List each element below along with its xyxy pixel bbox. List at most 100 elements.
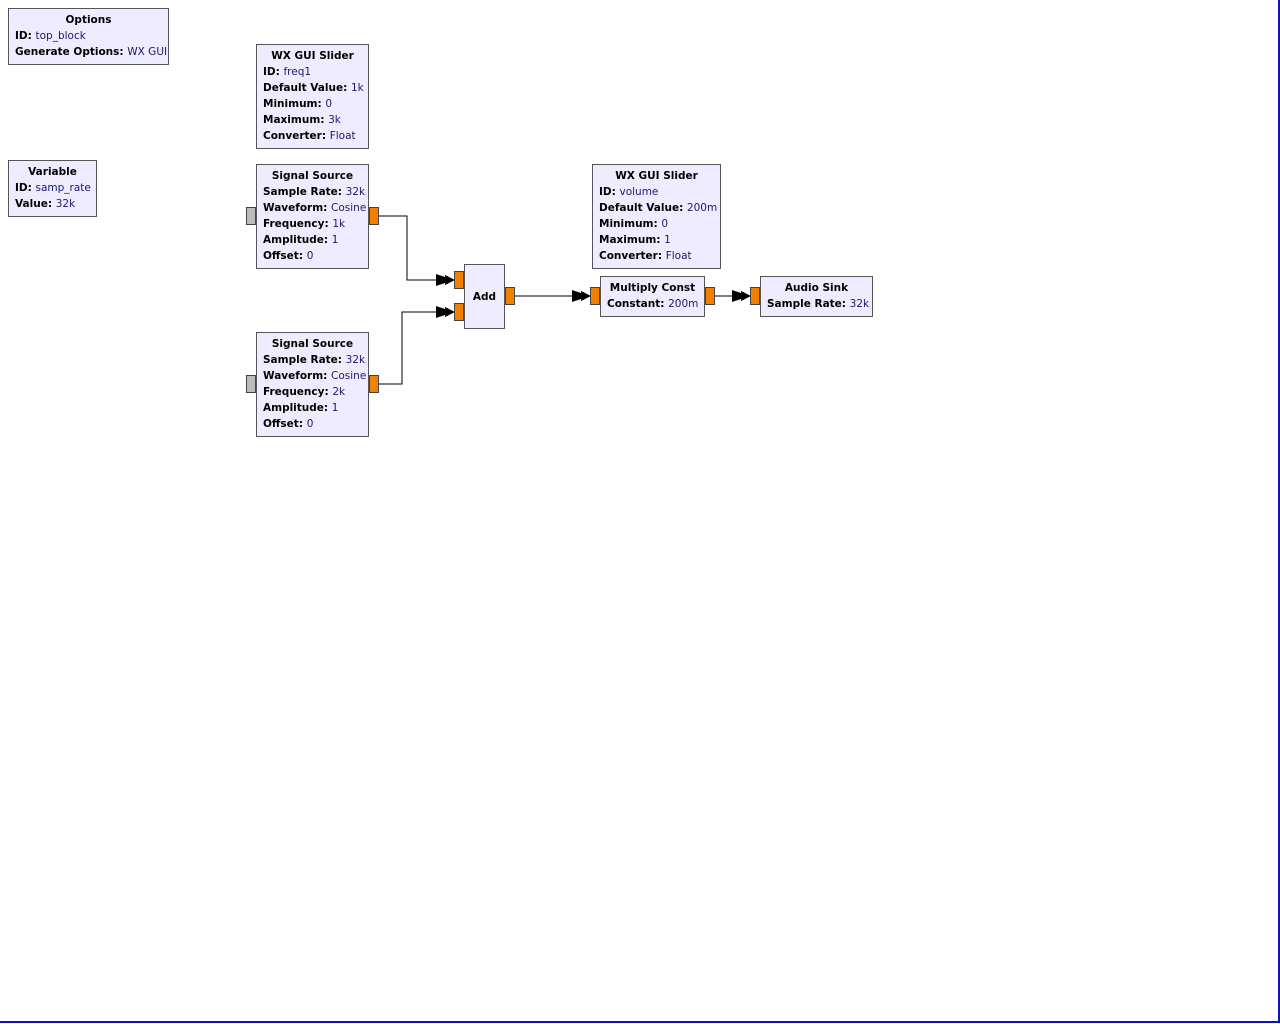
block-param: Frequency: 2k bbox=[263, 386, 346, 398]
param-value: 2k bbox=[332, 386, 346, 398]
param-value: freq1 bbox=[283, 66, 312, 78]
param-label: ID bbox=[263, 66, 276, 78]
param-value: 32k bbox=[849, 298, 870, 310]
output-port-multiply-const[interactable] bbox=[705, 287, 715, 305]
param-label: ID bbox=[15, 182, 28, 194]
param-label: Maximum bbox=[263, 114, 321, 126]
param-value: 32k bbox=[55, 198, 76, 210]
param-label: ID bbox=[15, 30, 28, 42]
block-param: Offset: 0 bbox=[263, 418, 314, 430]
param-value: 32k bbox=[345, 186, 366, 198]
param-value: 0 bbox=[306, 250, 314, 262]
input-port-add[interactable] bbox=[454, 303, 464, 321]
param-label: Converter bbox=[599, 250, 658, 262]
param-label: Sample Rate bbox=[263, 354, 338, 366]
param-label: Offset bbox=[263, 250, 299, 262]
param-label: Maximum bbox=[599, 234, 657, 246]
input-port-add[interactable] bbox=[454, 271, 464, 289]
param-label: Constant bbox=[607, 298, 661, 310]
connection-source1-add[interactable] bbox=[379, 215, 455, 285]
block-param: Waveform: Cosine bbox=[263, 202, 367, 214]
param-value: 200m bbox=[668, 298, 699, 310]
block-param: Value: 32k bbox=[15, 198, 76, 210]
param-value: 1k bbox=[332, 218, 346, 230]
block-title: WX GUI Slider bbox=[615, 170, 698, 182]
block-add[interactable]: Add bbox=[464, 264, 505, 329]
param-value: Cosine bbox=[331, 202, 367, 214]
block-title: Audio Sink bbox=[784, 282, 849, 294]
block-param: Default Value: 1k bbox=[263, 82, 364, 94]
block-param: Waveform: Cosine bbox=[263, 370, 367, 382]
output-port-add[interactable] bbox=[505, 287, 515, 305]
output-port-signal-source-2[interactable] bbox=[369, 375, 379, 393]
param-value: Cosine bbox=[331, 370, 367, 382]
block-param: Sample Rate: 32k bbox=[767, 298, 870, 310]
block-title: Signal Source bbox=[271, 170, 354, 182]
param-label: Offset bbox=[263, 418, 299, 430]
param-value: 0 bbox=[325, 98, 333, 110]
param-label: Value bbox=[15, 198, 48, 210]
connection-source2-add[interactable] bbox=[379, 307, 455, 385]
param-value: top_block bbox=[35, 30, 86, 42]
block-param: Minimum: 0 bbox=[599, 218, 669, 230]
output-port-signal-source-1[interactable] bbox=[369, 207, 379, 225]
input-port-audio-sink[interactable] bbox=[750, 287, 760, 305]
block-param: ID: top_block bbox=[15, 30, 86, 42]
block-title: Signal Source bbox=[271, 338, 354, 350]
block-param: Maximum: 1 bbox=[599, 234, 671, 246]
param-value: Float bbox=[329, 130, 356, 142]
message-port-signal-source-1[interactable] bbox=[246, 207, 256, 225]
param-value: 0 bbox=[306, 418, 314, 430]
block-param: Amplitude: 1 bbox=[263, 402, 339, 414]
param-label: Frequency bbox=[263, 386, 325, 398]
param-value: 1 bbox=[331, 402, 339, 414]
message-port-signal-source-2[interactable] bbox=[246, 375, 256, 393]
param-label: Minimum bbox=[599, 218, 654, 230]
param-value: 200m bbox=[686, 202, 718, 214]
param-label: Generate Options bbox=[15, 46, 120, 58]
block-param: Converter: Float bbox=[263, 130, 356, 142]
block-param: Maximum: 3k bbox=[263, 114, 341, 126]
block-param: ID: samp_rate bbox=[15, 182, 91, 194]
block-title: Variable bbox=[28, 166, 77, 178]
param-value: 1k bbox=[350, 82, 364, 94]
input-port-multiply-const[interactable] bbox=[590, 287, 600, 305]
block-param: Converter: Float bbox=[599, 250, 692, 262]
param-value: samp_rate bbox=[35, 182, 91, 194]
block-title: Add bbox=[472, 290, 497, 303]
param-label: Default Value bbox=[599, 202, 680, 214]
param-label: Minimum bbox=[263, 98, 318, 110]
param-label: Frequency bbox=[263, 218, 325, 230]
block-param: ID: volume bbox=[599, 186, 659, 198]
block-param: Generate Options: WX GUI bbox=[15, 46, 168, 58]
param-value: Float bbox=[665, 250, 692, 262]
param-label: Sample Rate bbox=[263, 186, 338, 198]
param-label: Default Value bbox=[263, 82, 344, 94]
param-value: 1 bbox=[331, 234, 339, 246]
block-title: WX GUI Slider bbox=[271, 50, 354, 62]
block-param: Offset: 0 bbox=[263, 250, 314, 262]
param-label: Amplitude bbox=[263, 234, 324, 246]
param-value: 3k bbox=[328, 114, 341, 126]
block-param: Sample Rate: 32k bbox=[263, 186, 366, 198]
block-title: Multiply Const bbox=[609, 282, 696, 294]
param-value: volume bbox=[619, 186, 659, 198]
block-title: Options bbox=[65, 14, 112, 26]
param-label: Converter bbox=[263, 130, 322, 142]
param-label: Waveform bbox=[263, 202, 324, 214]
param-value: WX GUI bbox=[127, 46, 168, 58]
param-value: 0 bbox=[661, 218, 669, 230]
block-param: Minimum: 0 bbox=[263, 98, 333, 110]
block-param: Constant: 200m bbox=[607, 298, 699, 310]
block-param: Frequency: 1k bbox=[263, 218, 346, 230]
